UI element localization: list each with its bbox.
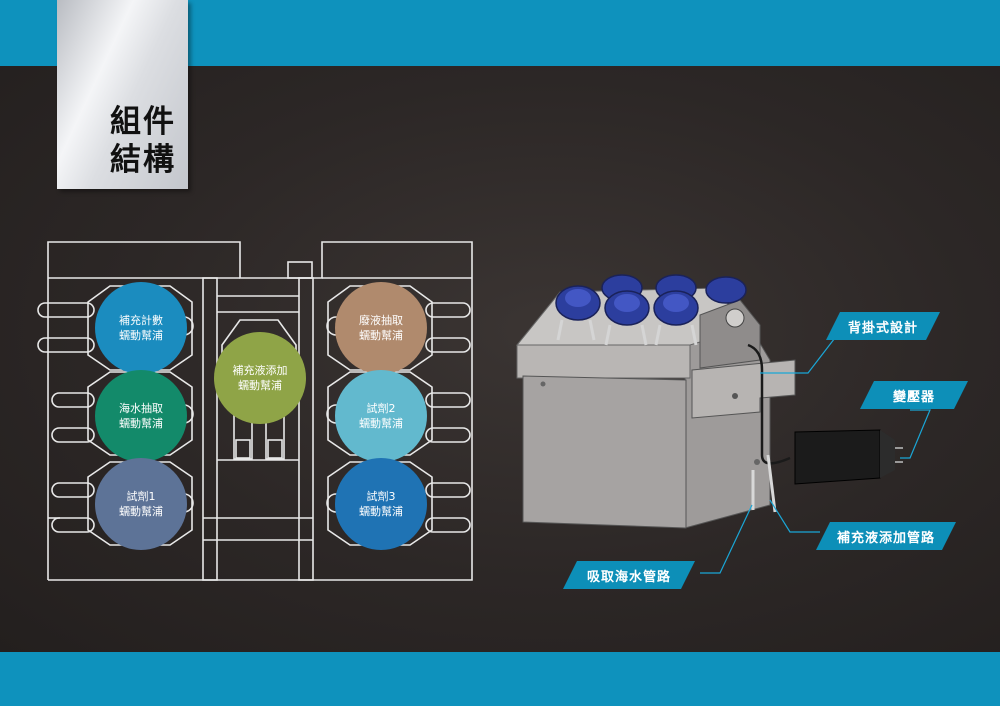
pump-label-line2: 蠕動幫浦 bbox=[238, 379, 282, 392]
pump-label-line1: 試劑3 bbox=[366, 490, 396, 503]
pump-label-line2: 蠕動幫浦 bbox=[119, 505, 163, 518]
title-tab: 組件 結構 bbox=[57, 0, 188, 189]
pump-circle-reagent-2: 試劑2 蠕動幫浦 bbox=[335, 370, 427, 462]
pump-circle-refill-counter: 補充計數 蠕動幫浦 bbox=[95, 282, 187, 374]
callout-refill-tubing: 補充液添加管路 bbox=[816, 522, 956, 550]
pump-label-line1: 補充液添加 bbox=[232, 364, 288, 377]
pump-label-line1: 廢液抽取 bbox=[359, 314, 403, 327]
page-title: 組件 結構 bbox=[110, 103, 176, 179]
pump-label-line2: 蠕動幫浦 bbox=[359, 417, 403, 430]
pump-label-line2: 蠕動幫浦 bbox=[359, 329, 403, 342]
callout-power-adapter: 變壓器 bbox=[860, 381, 968, 409]
pump-circle-seawater-intake: 海水抽取 蠕動幫浦 bbox=[95, 370, 187, 462]
pump-label-line1: 補充計數 bbox=[119, 314, 163, 327]
callout-seawater-intake-tubing: 吸取海水管路 bbox=[563, 561, 695, 589]
pump-label-line1: 試劑2 bbox=[366, 402, 396, 415]
pump-label-line2: 蠕動幫浦 bbox=[119, 417, 163, 430]
callout-hang-on-design: 背掛式設計 bbox=[826, 312, 940, 340]
bottom-band bbox=[0, 652, 1000, 706]
title-line-2: 結構 bbox=[110, 142, 176, 178]
pump-circle-waste-extraction: 廢液抽取 蠕動幫浦 bbox=[335, 282, 427, 374]
pump-circle-reagent-1: 試劑1 蠕動幫浦 bbox=[95, 458, 187, 550]
pump-circle-reagent-3: 試劑3 蠕動幫浦 bbox=[335, 458, 427, 550]
doser-device-illustration bbox=[515, 274, 903, 529]
pump-label-line1: 海水抽取 bbox=[119, 402, 163, 415]
pump-circle-refill-solution: 補充液添加 蠕動幫浦 bbox=[214, 332, 306, 424]
title-line-1: 組件 bbox=[110, 104, 176, 140]
pump-label-line2: 蠕動幫浦 bbox=[359, 505, 403, 518]
pump-label-line2: 蠕動幫浦 bbox=[119, 329, 163, 342]
pump-label-line1: 試劑1 bbox=[126, 490, 156, 503]
